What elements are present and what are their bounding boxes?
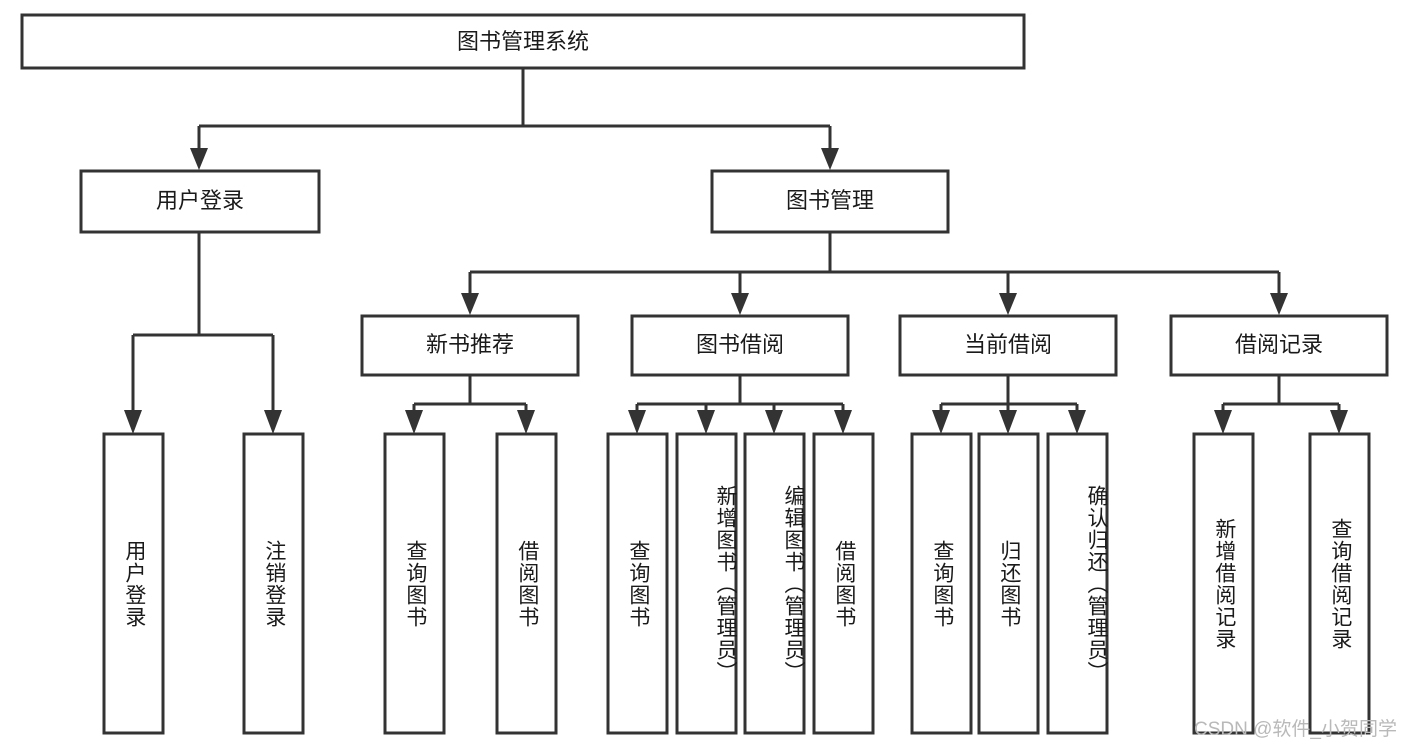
node-current-borrow-label: 当前借阅 — [964, 332, 1052, 357]
arrow-head-user-login — [190, 148, 208, 170]
node-current-borrow[interactable]: 当前借阅 — [898, 314, 1118, 377]
node-new-book-recommend-label: 新书推荐 — [426, 332, 514, 357]
leaf-label-nbr-2: 借阅图书 — [515, 539, 539, 628]
leaf-label-bb-2: 新增图书（管理员） — [714, 484, 737, 683]
arrow-head-leaf-bb-4 — [834, 410, 852, 434]
leaf-boxes-book-borrow — [606, 432, 875, 735]
leaf-box-nbr-1[interactable] — [383, 432, 446, 735]
leaf-box-br-2[interactable] — [1308, 432, 1371, 735]
arrow-head-book-borrow — [731, 293, 749, 315]
node-root-system[interactable]: 图书管理系统 — [20, 13, 1026, 70]
leaf-label-user-login-1: 用户登录 — [122, 539, 146, 628]
connector-group-user-login — [124, 233, 282, 434]
leaf-label-bb-1: 查询图书 — [626, 539, 650, 628]
node-user-login-label: 用户登录 — [156, 188, 244, 213]
node-book-borrow-label: 图书借阅 — [696, 332, 784, 357]
arrow-head-leaf-user-login-1 — [124, 410, 142, 434]
arrow-head-leaf-cb-3 — [1068, 410, 1086, 434]
leaf-boxes-current-borrow — [910, 432, 1109, 735]
arrow-head-leaf-bb-2 — [697, 410, 715, 434]
arrow-head-new-book-recommend — [461, 293, 479, 315]
arrow-head-leaf-cb-1 — [932, 410, 950, 434]
leaf-label-nbr-1: 查询图书 — [403, 539, 427, 628]
leaf-label-br-2: 查询借阅记录 — [1328, 517, 1352, 650]
connector-group-new-book-recommend — [405, 375, 535, 434]
connector-group-root — [190, 68, 839, 170]
leaf-box-cb-2[interactable] — [977, 432, 1040, 735]
node-book-management[interactable]: 图书管理 — [710, 169, 950, 234]
arrow-head-leaf-cb-2 — [999, 410, 1017, 434]
arrow-head-borrow-record — [1270, 293, 1288, 315]
node-root-box — [20, 13, 1026, 70]
leaf-box-bb-2[interactable] — [675, 432, 738, 735]
connector-group-current-borrow — [932, 375, 1086, 434]
connector-group-book-borrow — [628, 375, 852, 434]
node-book-management-label: 图书管理 — [786, 188, 874, 213]
node-user-login[interactable]: 用户登录 — [79, 169, 321, 234]
leaf-box-br-1[interactable] — [1192, 432, 1255, 735]
arrow-head-leaf-nbr-2 — [517, 410, 535, 434]
leaf-box-cb-1[interactable] — [910, 432, 973, 735]
arrow-head-leaf-user-login-2 — [264, 410, 282, 434]
leaf-box-bb-4[interactable] — [812, 432, 875, 735]
node-borrow-record-label: 借阅记录 — [1235, 332, 1323, 357]
arrow-head-leaf-bb-3 — [765, 410, 783, 434]
leaf-boxes-user-login — [102, 432, 305, 735]
node-user-login-box — [79, 169, 321, 234]
connector-group-borrow-record — [1214, 375, 1348, 434]
arrow-head-leaf-br-1 — [1214, 410, 1232, 434]
node-book-borrow-box — [630, 314, 850, 377]
arrow-head-leaf-nbr-1 — [405, 410, 423, 434]
leaf-label-cb-1: 查询图书 — [930, 539, 954, 628]
leaf-label-bb-4: 借阅图书 — [832, 539, 856, 628]
arrow-head-leaf-bb-1 — [628, 410, 646, 434]
leaf-boxes-new-book-recommend — [383, 432, 558, 735]
leaf-label-bb-3: 编辑图书（管理员） — [782, 484, 805, 683]
node-book-management-box — [710, 169, 950, 234]
leaf-label-cb-3: 确认归还（管理员） — [1085, 484, 1108, 683]
node-borrow-record[interactable]: 借阅记录 — [1169, 314, 1389, 377]
node-new-book-recommend-box — [360, 314, 580, 377]
leaf-box-user-login-2[interactable] — [242, 432, 305, 735]
node-current-borrow-box — [898, 314, 1118, 377]
leaf-label-cb-2: 归还图书 — [997, 539, 1021, 628]
leaf-box-bb-1[interactable] — [606, 432, 669, 735]
leaf-label-br-1: 新增借阅记录 — [1212, 517, 1236, 650]
arrow-head-book-mgmt — [821, 148, 839, 170]
arrow-head-leaf-br-2 — [1330, 410, 1348, 434]
leaf-box-user-login-1[interactable] — [102, 432, 165, 735]
leaf-box-nbr-2[interactable] — [495, 432, 558, 735]
arrow-head-current-borrow — [999, 293, 1017, 315]
watermark-text: CSDN @软件_小贺同学 — [1194, 719, 1397, 740]
node-book-borrow[interactable]: 图书借阅 — [630, 314, 850, 377]
leaf-boxes-borrow-record — [1192, 432, 1371, 735]
leaf-box-bb-3[interactable] — [743, 432, 806, 735]
leaf-box-cb-3[interactable] — [1046, 432, 1109, 735]
node-root-label: 图书管理系统 — [457, 29, 589, 54]
node-new-book-recommend[interactable]: 新书推荐 — [360, 314, 580, 377]
leaf-label-user-login-2: 注销登录 — [262, 539, 286, 628]
node-borrow-record-box — [1169, 314, 1389, 377]
connector-group-book-mgmt — [461, 232, 1288, 315]
